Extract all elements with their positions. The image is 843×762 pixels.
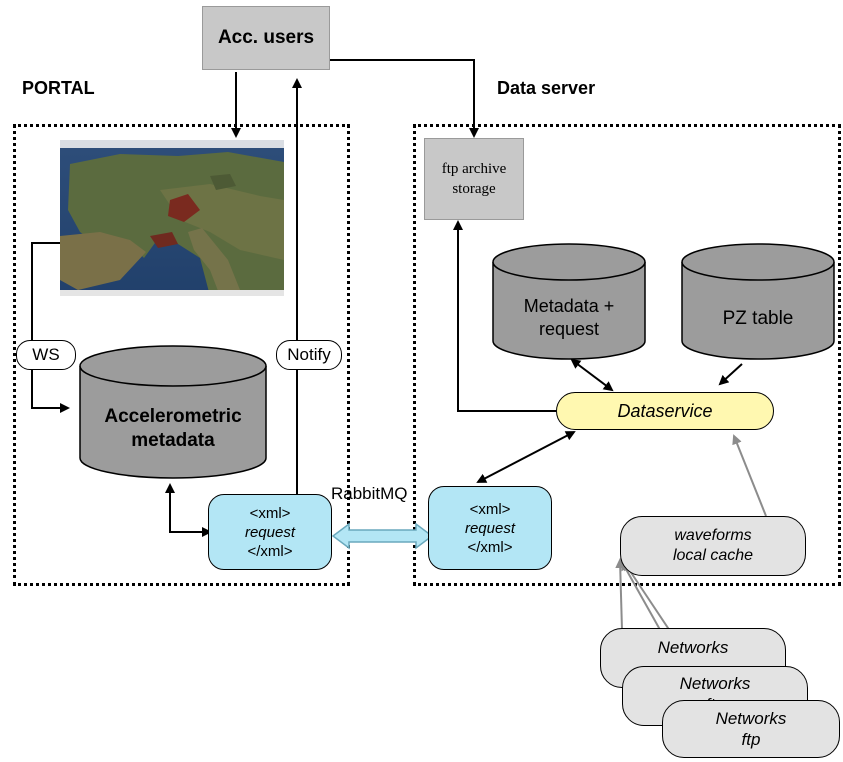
networks-node-3: Networks ftp <box>662 700 840 758</box>
data-server-title: Data server <box>497 78 596 98</box>
pz-table-label: PZ table <box>682 304 834 334</box>
ws-text: WS <box>32 345 60 364</box>
arrow-metadata-dataservice <box>570 358 614 392</box>
metadata-request-cylinder <box>492 243 646 360</box>
europe-map-image <box>60 140 284 296</box>
arrow-waveforms-to-dataservice <box>732 434 767 517</box>
accelerometric-label: Accelerometric metadata <box>80 398 266 460</box>
metadata-request-line2: request <box>538 319 600 339</box>
acc-users-label: Acc. users <box>217 27 315 48</box>
xml-open-tag: <xml> <box>249 504 291 522</box>
arrow-request-to-metadata <box>165 483 208 533</box>
networks-3-line1: Networks <box>715 709 787 728</box>
ftp-archive-storage: ftp archive storage <box>424 138 524 220</box>
arrow-users-to-ftp <box>330 59 479 138</box>
data-server-container <box>413 124 841 586</box>
xml-request-text: request <box>464 519 516 537</box>
notify-label: Notify <box>276 340 342 370</box>
ftp-archive-line1: ftp archive <box>441 161 507 177</box>
pz-table-text: PZ table <box>722 308 794 329</box>
metadata-request-label: Metadata + request <box>493 290 645 346</box>
arrow-dataservice-to-ftp <box>453 220 556 412</box>
waveforms-local-cache: waveforms local cache <box>620 516 806 576</box>
metadata-request-line1: Metadata + <box>523 296 615 316</box>
ws-label: WS <box>16 340 76 370</box>
dataservice-text: Dataservice <box>617 400 713 421</box>
xml-request-dataserver: <xml> request </xml> <box>428 486 552 570</box>
xml-close-tag: </xml> <box>467 538 513 556</box>
ftp-archive-line2: storage <box>452 181 496 197</box>
networks-1-line1: Networks <box>657 638 729 657</box>
portal-title: PORTAL <box>22 78 95 98</box>
networks-2-line1: Networks <box>679 674 751 693</box>
acc-users-box: Acc. users <box>202 6 330 70</box>
waveforms-line2: local cache <box>672 547 754 564</box>
xml-open-tag: <xml> <box>469 500 511 518</box>
xml-request-portal: <xml> request </xml> <box>208 494 332 570</box>
xml-close-tag: </xml> <box>247 542 293 560</box>
rabbitmq-label: RabbitMQ <box>331 484 408 503</box>
networks-3-line2: ftp <box>741 730 761 749</box>
arrow-pz-to-dataservice <box>718 363 743 386</box>
arrow-dataservice-request <box>476 431 576 483</box>
arrow-ws-to-metadata <box>31 242 70 413</box>
accelerometric-cylinder <box>79 345 267 479</box>
rabbitmq-double-arrow <box>331 522 434 550</box>
portal-container <box>13 124 350 586</box>
accelerometric-line2: metadata <box>131 430 215 451</box>
accelerometric-line1: Accelerometric <box>104 406 242 427</box>
waveforms-line1: waveforms <box>674 527 752 544</box>
xml-request-text: request <box>244 523 296 541</box>
pz-table-cylinder <box>681 243 835 360</box>
arrow-network-1-to-waveforms <box>615 558 626 631</box>
dataservice-node: Dataservice <box>556 392 774 430</box>
notify-text: Notify <box>287 345 331 364</box>
